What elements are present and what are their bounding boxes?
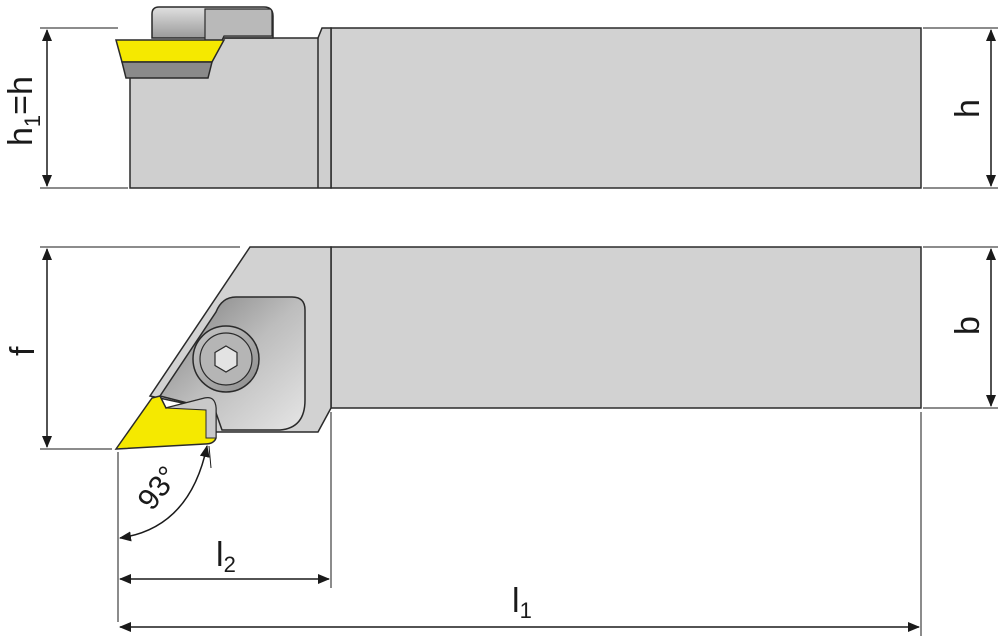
- angle-label: 93°: [132, 460, 186, 516]
- dim-l1: l1: [119, 412, 922, 636]
- dim-h1-sub: 1: [20, 115, 45, 127]
- side-insert-shim: [121, 61, 213, 79]
- svg-text:h1=h: h1=h: [2, 76, 45, 146]
- dim-f: f: [4, 246, 240, 450]
- dim-h1: h1=h: [2, 27, 128, 189]
- svg-text:l2: l2: [216, 536, 236, 577]
- hex-socket-screw-icon[interactable]: [192, 325, 260, 393]
- dim-h: h: [923, 27, 998, 189]
- dim-b-label: b: [949, 316, 987, 335]
- dim-l1-sub: 1: [520, 598, 532, 623]
- dim-l2-sub: 2: [224, 552, 236, 577]
- dim-h1-rest: =h: [2, 76, 40, 115]
- top-shank: [330, 246, 922, 409]
- dim-l1-base: l: [512, 582, 520, 620]
- dim-h1-base: h: [2, 127, 40, 146]
- dim-angle: 93°: [117, 445, 212, 622]
- svg-text:l1: l1: [512, 582, 532, 623]
- side-view: [115, 6, 922, 189]
- top-view: [114, 246, 922, 450]
- dim-h-label: h: [949, 99, 987, 118]
- dim-f-label: f: [4, 346, 42, 356]
- dim-l2: l2: [119, 412, 332, 588]
- side-shank: [330, 27, 922, 189]
- dim-l2-base: l: [216, 536, 224, 574]
- insert-clamp-shadow: [165, 397, 217, 439]
- side-insert[interactable]: [115, 39, 226, 63]
- dim-b: b: [923, 246, 998, 409]
